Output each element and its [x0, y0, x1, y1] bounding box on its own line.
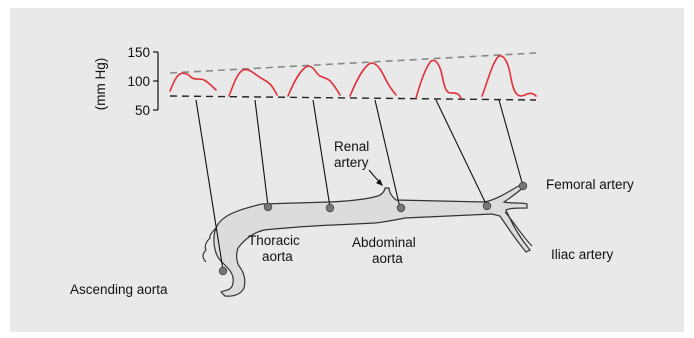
y-tick-label-150: 150 — [127, 45, 150, 60]
waveform-ascending-aorta — [170, 73, 216, 91]
site-lower-abdominal — [483, 202, 491, 210]
label-abdominal-line1: Abdominal — [352, 235, 416, 250]
site-thoracic-aorta — [264, 203, 272, 211]
waveform-thoracic-aorta — [229, 70, 277, 96]
y-tick-label-50: 50 — [135, 103, 150, 118]
pressure-waveforms — [170, 56, 536, 98]
leader-femoral-artery — [499, 100, 523, 186]
label-thoracic-line2: aorta — [262, 249, 293, 264]
label-renal-line2: artery — [334, 155, 369, 170]
site-ascending-aorta — [219, 267, 227, 275]
waveform-lower-abdominal — [416, 60, 461, 98]
waveform-renal-level — [350, 63, 396, 96]
leader-ascending-aorta — [196, 100, 223, 270]
systolic-envelope-line — [170, 53, 536, 73]
y-axis-unit: (mm Hg) — [93, 58, 108, 111]
label-thoracic-line1: Thoracic — [248, 233, 300, 248]
label-iliac-artery: Iliac artery — [551, 247, 614, 262]
label-renal-line1: Renal — [334, 139, 369, 154]
label-femoral-artery: Femoral artery — [546, 177, 634, 192]
label-ascending-aorta: Ascending aorta — [70, 282, 168, 297]
waveform-femoral-artery — [482, 56, 536, 96]
diastolic-envelope-line — [170, 96, 536, 100]
site-abdominal-upper — [326, 204, 334, 212]
site-femoral-artery — [519, 182, 527, 190]
site-abdominal-aorta — [397, 204, 405, 212]
y-tick-label-100: 100 — [127, 74, 150, 89]
leader-lower-abdominal — [436, 100, 487, 206]
pressure-axis: 150 100 50 (mm Hg) — [93, 45, 158, 118]
leader-thoracic-aorta — [255, 100, 268, 206]
waveform-abdominal-aorta — [288, 66, 340, 96]
leader-abdominal-upper — [313, 100, 330, 207]
label-abdominal-line2: aorta — [372, 251, 403, 266]
